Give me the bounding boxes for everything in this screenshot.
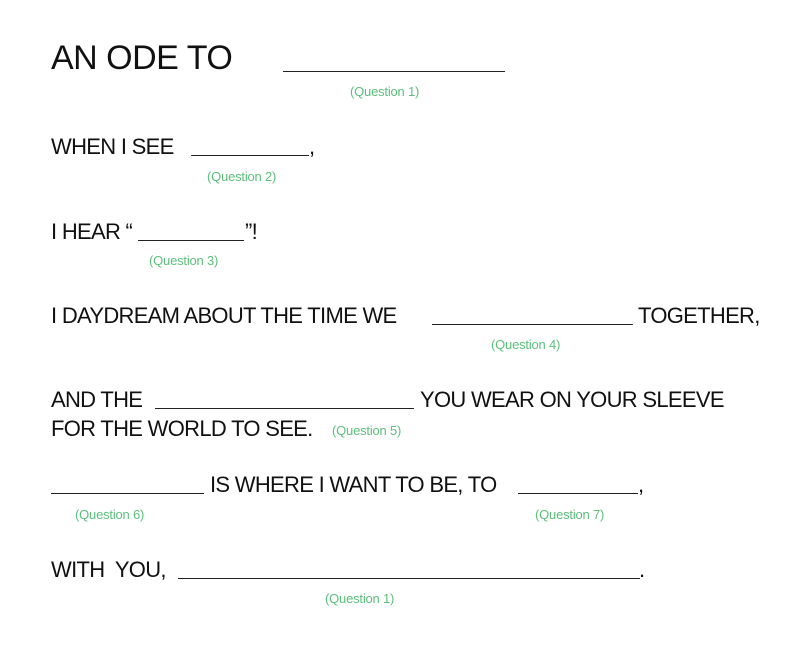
label-question-3: (Question 3): [149, 253, 219, 268]
label-question-6: (Question 6): [75, 507, 145, 522]
blank-question-4[interactable]: [432, 324, 633, 325]
line-daydream: I DAYDREAM ABOUT THE TIME WE: [51, 303, 397, 328]
comma: ,: [309, 134, 315, 159]
line-together: TOGETHER,: [638, 303, 760, 328]
label-question-2: (Question 2): [207, 169, 277, 184]
line-with-you: WITH YOU,: [51, 557, 167, 582]
label-question-4: (Question 4): [491, 337, 561, 352]
blank-question-1[interactable]: [283, 71, 505, 72]
line-and-the: AND THE: [51, 387, 143, 412]
blank-question-1-repeat[interactable]: [178, 578, 640, 579]
line-sleeve: YOU WEAR ON YOUR SLEEVE: [420, 387, 724, 412]
blank-question-2[interactable]: [191, 155, 309, 156]
closing-quote: ”!: [245, 219, 258, 244]
label-question-5: (Question 5): [332, 423, 402, 438]
line-i-hear: I HEAR “: [51, 219, 133, 244]
blank-question-7[interactable]: [518, 493, 638, 494]
blank-question-5[interactable]: [155, 408, 414, 409]
period: .: [639, 557, 645, 582]
line-world: FOR THE WORLD TO SEE.: [51, 416, 313, 441]
poem-title: AN ODE TO: [51, 39, 233, 77]
blank-question-6[interactable]: [51, 493, 204, 494]
label-question-1-repeat: (Question 1): [325, 591, 395, 606]
line-where-i-want: IS WHERE I WANT TO BE, TO: [210, 472, 497, 497]
label-question-1: (Question 1): [350, 84, 420, 99]
comma: ,: [638, 472, 644, 497]
line-when-i-see: WHEN I SEE: [51, 134, 174, 159]
label-question-7: (Question 7): [535, 507, 605, 522]
blank-question-3[interactable]: [138, 240, 244, 241]
